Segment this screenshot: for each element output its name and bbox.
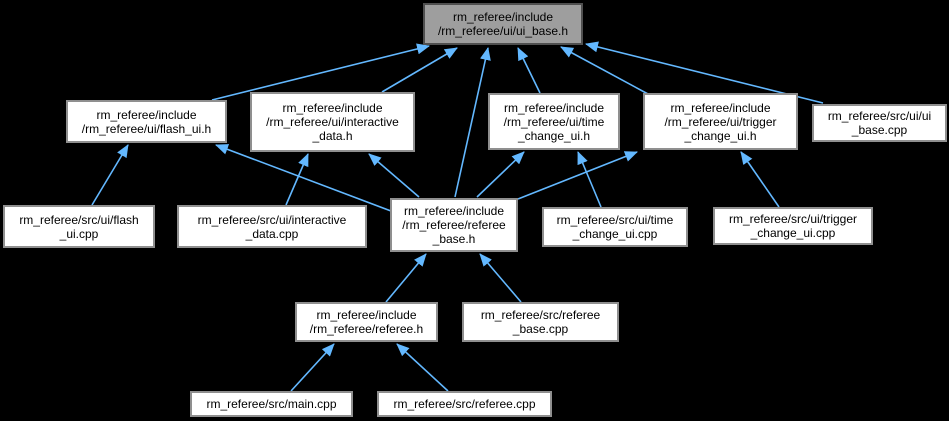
edge-flash-ui-h-to-ui-base-h xyxy=(211,43,430,101)
node-referee-base-cpp[interactable]: rm_referee/src/referee _base.cpp xyxy=(462,302,619,342)
edge-referee-base-h-to-trigger-change-ui-h xyxy=(517,151,638,200)
node-trigger-change-ui-cpp[interactable]: rm_referee/src/ui/trigger _change_ui.cpp xyxy=(713,207,873,245)
edge-interactive-data-h-to-ui-base-h xyxy=(381,47,458,93)
node-flash-ui-cpp[interactable]: rm_referee/src/ui/flash _ui.cpp xyxy=(3,205,155,248)
edge-time-change-ui-h-to-ui-base-h xyxy=(517,47,541,94)
edge-time-change-ui-cpp-to-time-change-ui-h xyxy=(577,151,602,208)
node-time-change-ui-h[interactable]: rm_referee/include /rm_referee/ui/time _… xyxy=(488,93,620,150)
node-time-change-ui-cpp[interactable]: rm_referee/src/ui/time _change_ui.cpp xyxy=(542,207,688,247)
edge-trigger-change-ui-cpp-to-trigger-change-ui-h xyxy=(740,151,780,208)
node-main-cpp[interactable]: rm_referee/src/main.cpp xyxy=(190,391,353,417)
edge-referee-base-h-to-interactive-data-h xyxy=(368,153,420,198)
edge-referee-base-h-to-flash-ui-h xyxy=(215,144,392,212)
node-referee-cpp[interactable]: rm_referee/src/referee.cpp xyxy=(377,391,552,417)
edge-main-cpp-to-referee-h xyxy=(290,343,335,392)
node-ui-base-h[interactable]: rm_referee/include /rm_referee/ui/ui_bas… xyxy=(423,3,583,45)
edge-interactive-data-cpp-to-interactive-data-h xyxy=(285,153,309,206)
edge-referee-base-cpp-to-referee-base-h xyxy=(479,253,522,303)
edge-trigger-change-ui-h-to-ui-base-h xyxy=(560,46,649,95)
node-ui-base-cpp[interactable]: rm_referee/src/ui/ui _base.cpp xyxy=(812,104,947,142)
edge-referee-h-to-referee-base-h xyxy=(385,253,427,303)
edge-referee-cpp-to-referee-h xyxy=(396,343,449,392)
edge-flash-ui-cpp-to-flash-ui-h xyxy=(91,144,129,206)
edge-referee-base-h-to-time-change-ui-h xyxy=(476,151,525,198)
node-referee-base-h[interactable]: rm_referee/include /rm_referee/referee _… xyxy=(390,198,518,252)
node-flash-ui-h[interactable]: rm_referee/include /rm_referee/ui/flash_… xyxy=(66,100,227,143)
edge-referee-base-h-to-ui-base-h xyxy=(454,47,491,198)
node-interactive-data-cpp[interactable]: rm_referee/src/ui/interactive _data.cpp xyxy=(177,205,367,248)
node-interactive-data-h[interactable]: rm_referee/include /rm_referee/ui/intera… xyxy=(250,92,415,152)
node-referee-h[interactable]: rm_referee/include /rm_referee/referee.h xyxy=(295,302,438,342)
node-trigger-change-ui-h[interactable]: rm_referee/include /rm_referee/ui/trigge… xyxy=(643,93,798,150)
